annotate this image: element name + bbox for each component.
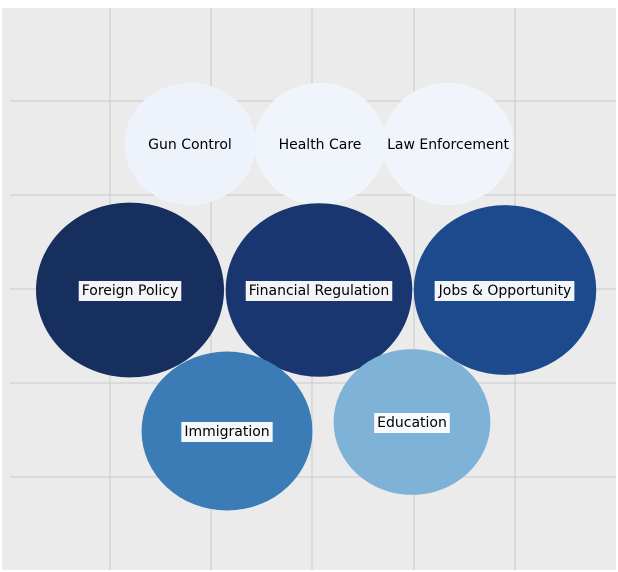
bubble: Jobs & Opportunity — [413, 205, 597, 375]
bubble-label: Education — [377, 415, 447, 431]
bubble-label: Health Care — [279, 137, 362, 153]
bubble: Education — [333, 349, 491, 495]
bubble: Financial Regulation — [225, 203, 413, 377]
bubble-label-box — [245, 281, 393, 301]
bubble-label: Immigration — [184, 424, 269, 440]
bubble-circle — [124, 82, 256, 206]
bubble-label-box — [434, 281, 575, 301]
bubble: Law Enforcement — [382, 82, 514, 206]
bubble-label: Gun Control — [148, 137, 232, 153]
bubble-label: Law Enforcement — [387, 137, 509, 153]
bubble: Health Care — [254, 82, 386, 206]
bubble: Foreign Policy — [36, 202, 224, 378]
bubble-circle — [254, 82, 386, 206]
bubble-label: Financial Regulation — [249, 283, 390, 299]
bubble-label-box — [374, 413, 450, 433]
bubble-circle — [382, 82, 514, 206]
bubble-label-box — [78, 281, 182, 301]
bubble: Gun Control — [124, 82, 256, 206]
bubble-label: Foreign Policy — [82, 283, 179, 299]
bubble-label-box — [181, 422, 273, 442]
bubble-label: Jobs & Opportunity — [438, 283, 572, 299]
bubble: Immigration — [141, 351, 313, 511]
bubbles: Gun Control Health Care Law EnforcementFor… — [36, 82, 597, 511]
